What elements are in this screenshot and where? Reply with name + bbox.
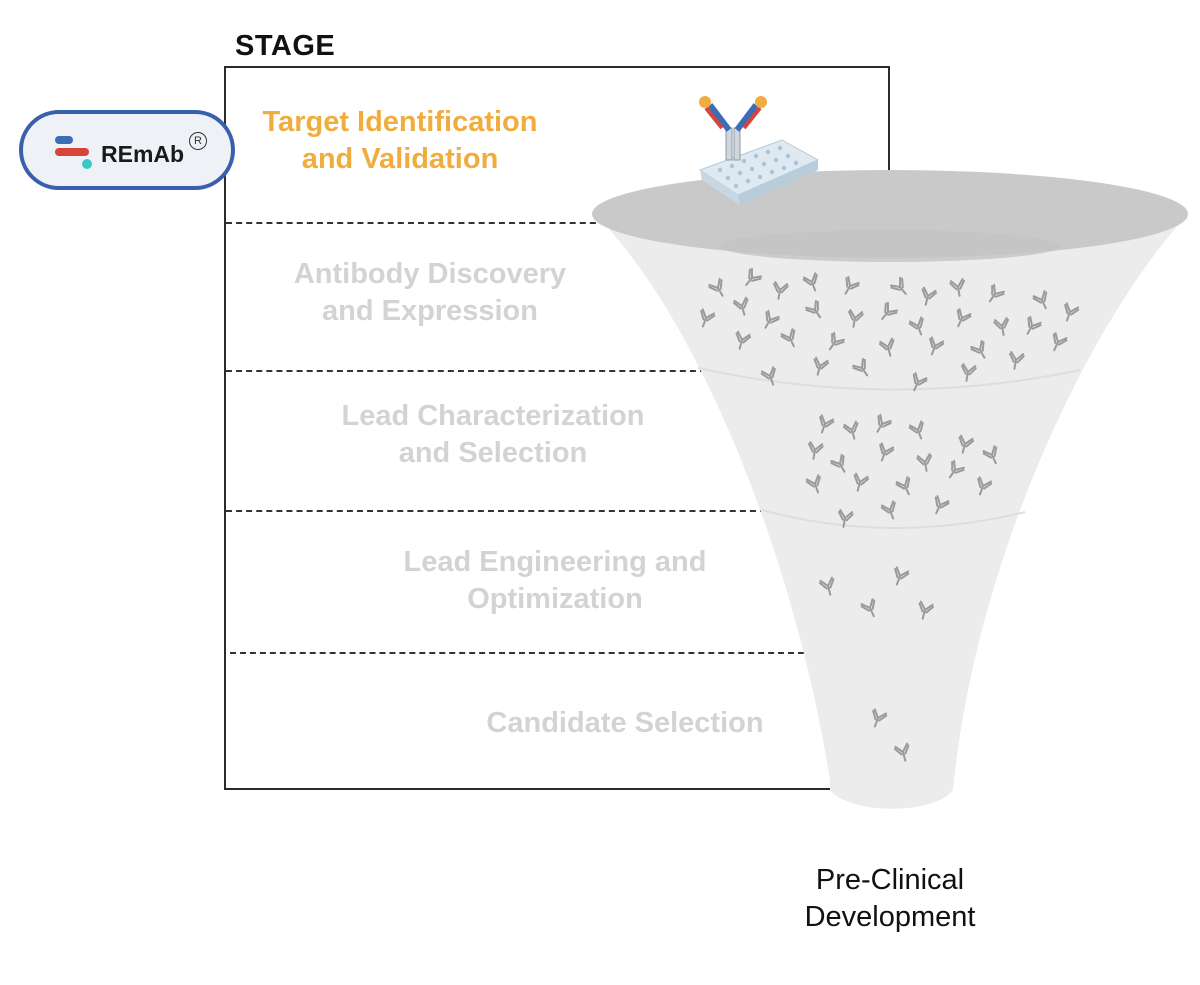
antibody-icon (918, 600, 935, 620)
remab-label: REmAb (101, 141, 185, 167)
antibody-icon (893, 742, 910, 762)
pre-clinical-development-label: Pre-Clinical Development (770, 862, 1010, 936)
antibody-icon (1032, 290, 1048, 310)
stage-label-line: Lead Characterization (341, 400, 645, 432)
registered-mark: R (189, 132, 207, 150)
antibody-icon (735, 330, 752, 350)
antibody-icon (842, 420, 859, 440)
stage-title: STAGE (235, 30, 336, 62)
stage-label-candidate-selection: Candidate Selection (465, 705, 785, 742)
antibody-icon (881, 301, 899, 320)
antibody-icon (879, 442, 895, 462)
antibody-icon (760, 366, 776, 386)
stage-label-lead-characterization: Lead Characterization and Selection (318, 398, 668, 472)
antibody-icon (921, 286, 938, 306)
stage-label-line: and Expression (322, 295, 538, 327)
stage-divider (230, 652, 804, 654)
stage-label-line: and Validation (301, 143, 499, 175)
antibody-icon (1064, 302, 1080, 322)
outcome-line: Development (804, 901, 976, 933)
stage-label-line: Optimization (467, 583, 643, 615)
antibody-icon (988, 283, 1005, 303)
antibody-icon (934, 495, 950, 515)
antibody-icon (912, 372, 928, 392)
antibody-icon (982, 445, 998, 465)
antibody-icon (830, 453, 846, 473)
antibody-icon (700, 308, 716, 328)
antibody-icon (880, 500, 896, 520)
antibody-icon (960, 363, 977, 382)
antibody-icon (908, 420, 924, 440)
antibody-icon (895, 476, 911, 496)
antibody-cluster (700, 267, 1080, 762)
remab-logo-icon (55, 136, 92, 169)
antibody-icon (732, 296, 749, 316)
antibody-icon (853, 472, 870, 492)
remab-badge: REmAb R (19, 110, 235, 190)
antibody-icon (929, 336, 945, 356)
stage-label-line: and Selection (398, 437, 588, 469)
antibody-icon (872, 708, 888, 728)
antibody-icon (813, 356, 830, 376)
antibody-icon (844, 275, 860, 295)
antibody-icon (956, 308, 972, 328)
stage-label-line: Candidate Selection (486, 707, 764, 739)
stage-label-antibody-discovery: Antibody Discovery and Expression (270, 256, 590, 330)
antibody-icon (948, 459, 965, 479)
antibody-icon (819, 414, 835, 434)
antibody-icon (805, 299, 822, 319)
antibody-icon (949, 278, 966, 297)
antibody-icon (916, 453, 933, 472)
microplate-with-antibodies-icon (698, 96, 820, 205)
antibody-icon (993, 317, 1010, 336)
antibody-icon (805, 474, 821, 494)
stage-divider (226, 222, 606, 224)
antibody-icon (889, 276, 907, 295)
antibody-icon (780, 328, 796, 348)
funnel-band (697, 367, 1081, 391)
antibody-icon (847, 309, 864, 328)
antibody-icon (818, 576, 835, 596)
antibody-icon (878, 337, 895, 357)
antibody-icon (970, 339, 986, 359)
stage-label-line: Antibody Discovery (293, 258, 567, 290)
antibody-icon (852, 357, 869, 377)
antibody-icon (772, 281, 789, 300)
antibody-icon (807, 441, 824, 460)
funnel-band (761, 509, 1026, 529)
stage-label-lead-engineering: Lead Engineering and Optimization (385, 544, 725, 618)
antibody-icon (764, 309, 780, 329)
antibody-icon (745, 267, 763, 286)
stage-label-line: Lead Engineering and (403, 546, 707, 578)
antibody-icon (1026, 315, 1042, 335)
outcome-line: Pre-Clinical (815, 864, 965, 896)
antibody-icon (1052, 332, 1068, 352)
antibody-icon (977, 476, 993, 496)
antibody-icon (802, 272, 818, 292)
antibody-icon (1008, 351, 1025, 370)
antibody-icon (860, 598, 876, 618)
stage-label-target-identification: Target Identification and Validation (240, 104, 560, 178)
antibody-icon (708, 277, 724, 297)
antibody-icon (894, 566, 910, 586)
antibody-icon (908, 316, 924, 336)
antibody-icon (828, 331, 845, 351)
stage-divider (226, 510, 766, 512)
antibody-icon (837, 509, 854, 528)
funnel-rim-inner (720, 230, 1060, 262)
antibody-icon (876, 413, 892, 433)
stage-label-line: Target Identification (262, 106, 538, 138)
stage-divider (226, 370, 706, 372)
antibody-icon (958, 434, 975, 454)
